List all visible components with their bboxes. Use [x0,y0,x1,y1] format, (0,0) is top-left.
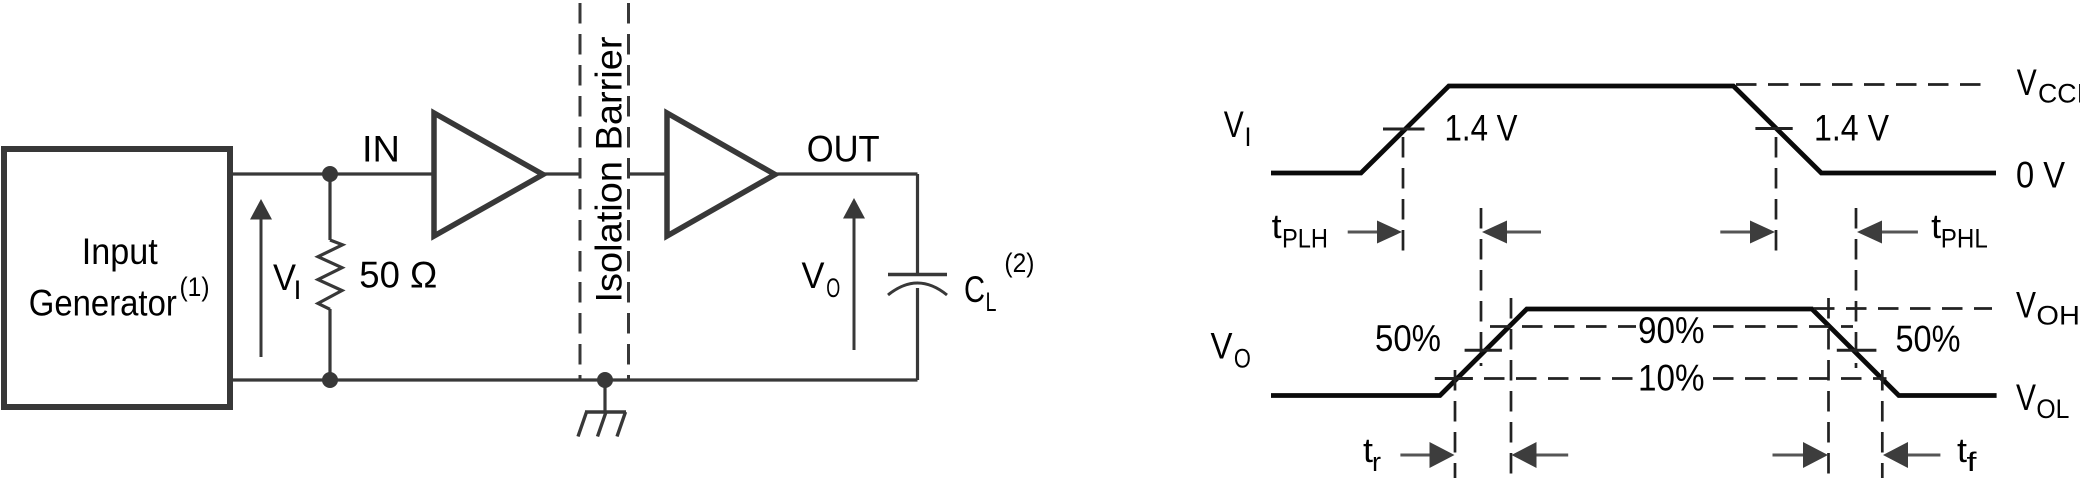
svg-text:PHL: PHL [1941,224,1988,254]
svg-text:t: t [1931,208,1942,246]
svg-text:Input: Input [82,231,159,272]
svg-text:V: V [2016,377,2036,418]
svg-text:OUT: OUT [807,128,880,169]
svg-text:90%: 90% [1638,310,1705,351]
svg-text:50%: 50% [1896,318,1961,359]
svg-text:1.4 V: 1.4 V [1814,108,1889,149]
svg-text:I: I [294,275,302,305]
svg-text:50 Ω: 50 Ω [359,255,437,296]
svg-text:t: t [1272,208,1283,246]
svg-text:(1): (1) [180,272,210,302]
svg-text:Generator: Generator [29,283,177,324]
svg-text:V: V [802,255,825,296]
svg-text:0 V: 0 V [2016,155,2065,196]
svg-text:f: f [1967,447,1978,477]
svg-text:10%: 10% [1638,358,1705,399]
svg-text:OL: OL [2036,394,2069,424]
svg-text:L: L [986,287,997,317]
svg-text:I: I [1245,122,1252,152]
svg-text:(2): (2) [1004,248,1034,278]
svg-text:IN: IN [362,129,400,170]
svg-text:t: t [1957,432,1968,470]
svg-text:Isolation Barrier: Isolation Barrier [588,37,629,303]
svg-text:PLH: PLH [1282,224,1328,254]
svg-text:C: C [964,269,985,310]
svg-text:V: V [273,257,296,298]
svg-text:t: t [1363,432,1374,470]
svg-text:V: V [1211,326,1233,367]
svg-text:r: r [1372,447,1381,477]
svg-text:50%: 50% [1375,318,1441,359]
svg-text:O: O [826,273,840,303]
svg-text:V: V [2017,62,2037,103]
svg-text:CCI: CCI [2038,79,2080,109]
svg-text:OH: OH [2036,301,2079,331]
svg-text:1.4 V: 1.4 V [1445,108,1518,149]
svg-text:V: V [2016,285,2036,326]
svg-text:V: V [1224,104,1244,145]
svg-text:O: O [1234,344,1251,374]
